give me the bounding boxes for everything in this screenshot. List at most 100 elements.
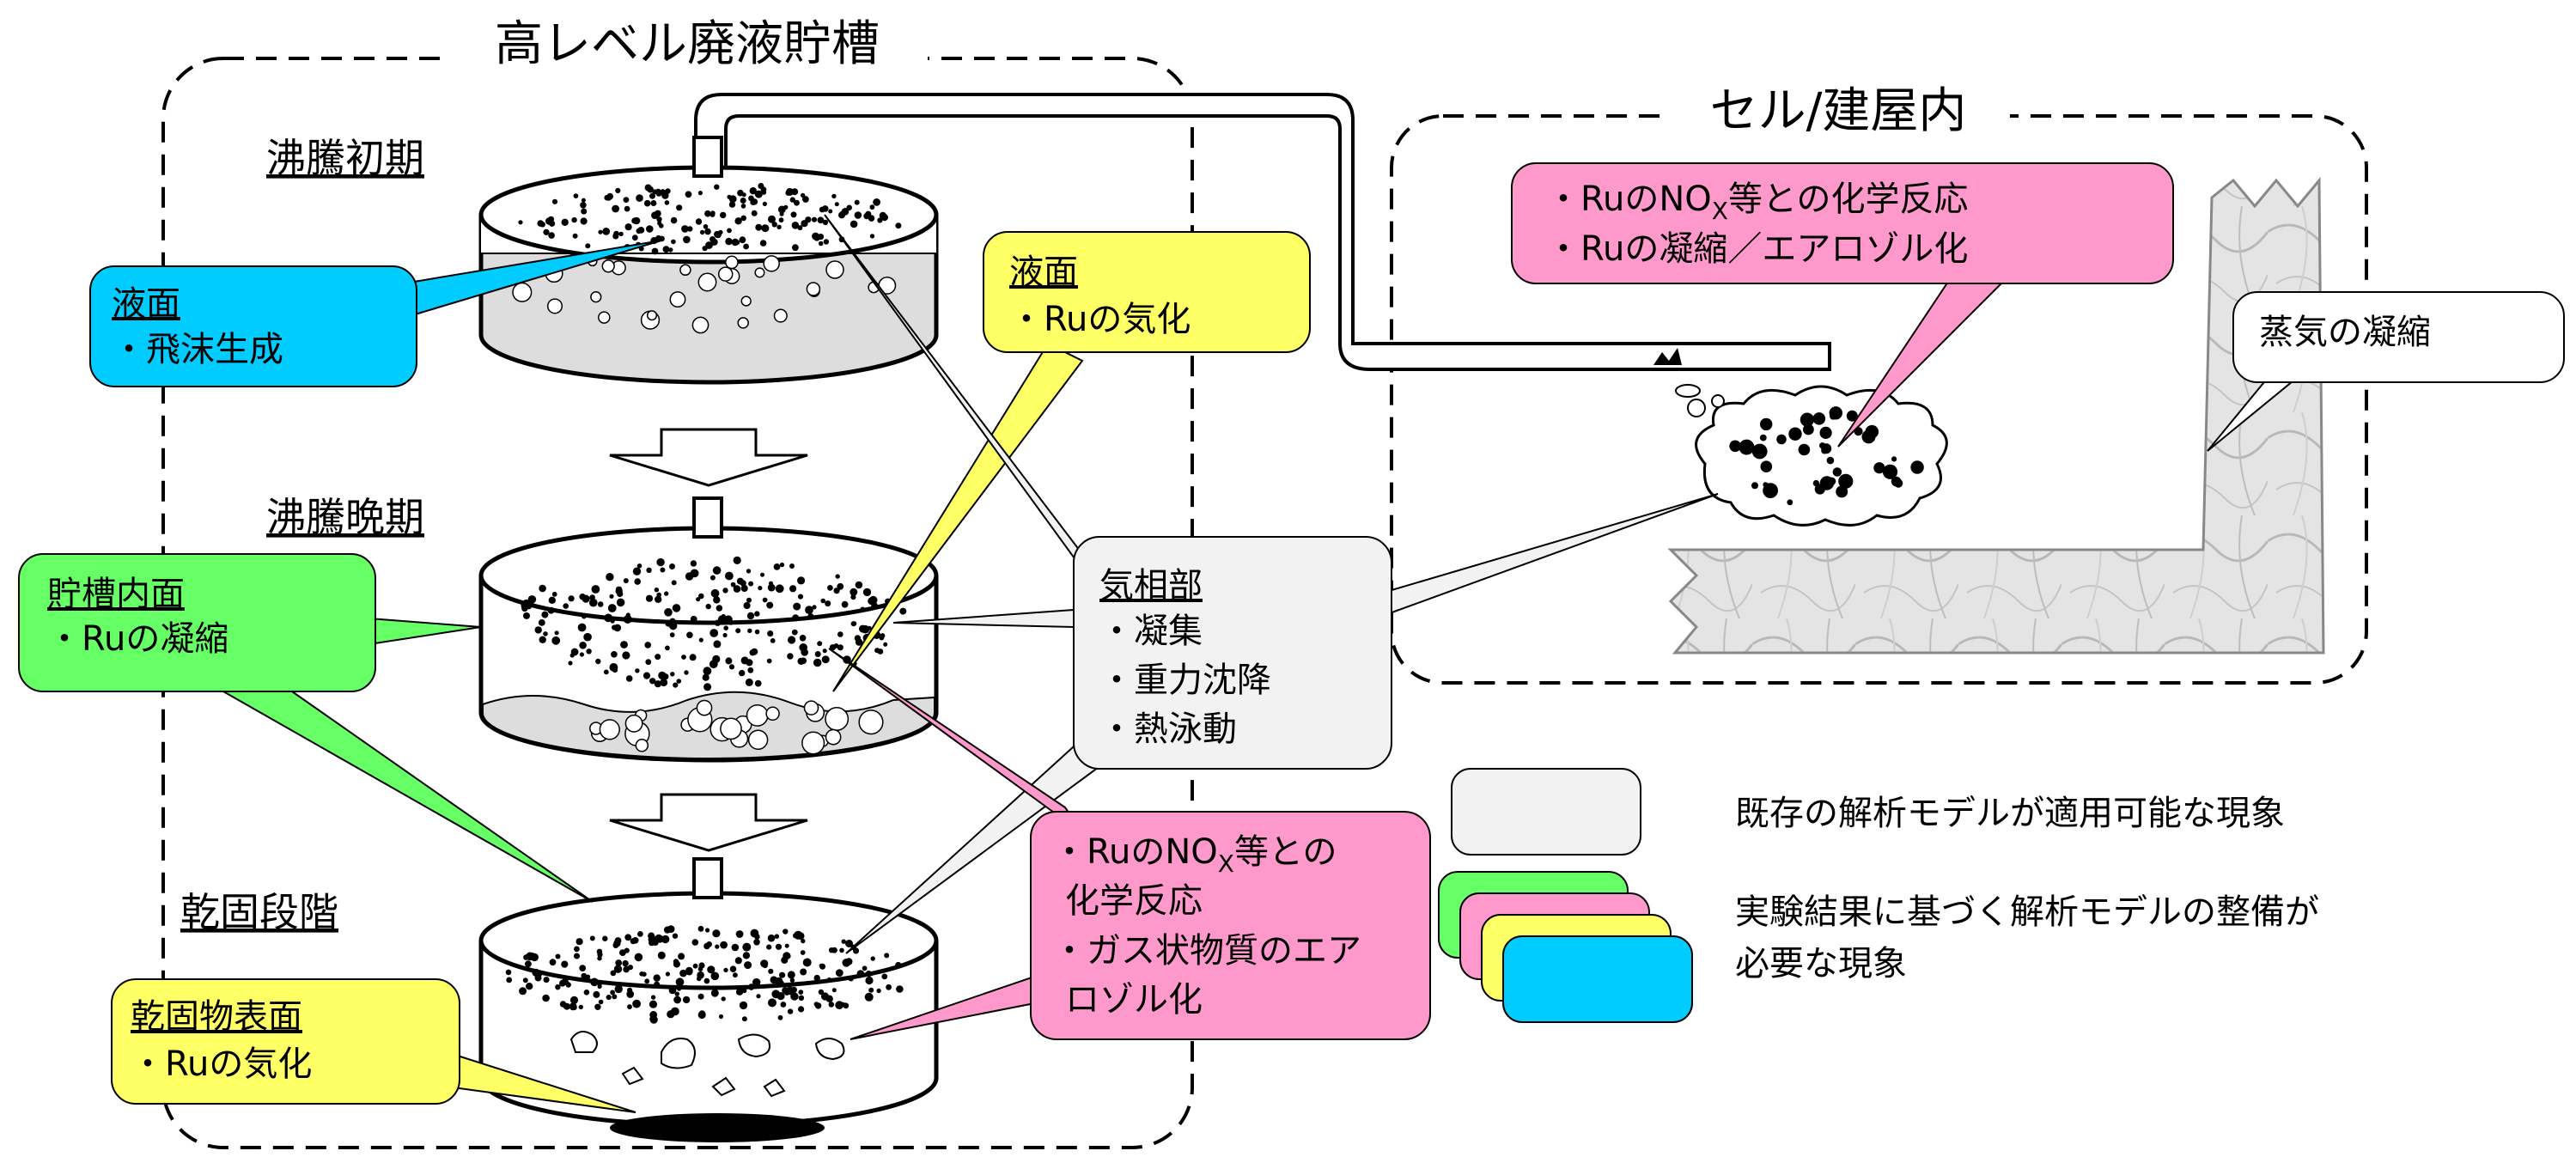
bubble	[546, 298, 563, 314]
particle	[672, 933, 679, 939]
particle	[692, 963, 698, 969]
particle	[710, 971, 720, 981]
particle	[777, 980, 784, 987]
particle	[720, 211, 727, 219]
particle	[572, 233, 578, 239]
particle	[523, 612, 530, 619]
particle	[530, 953, 535, 958]
bubbles-early	[512, 255, 897, 334]
particle	[655, 595, 662, 603]
particle	[589, 935, 595, 941]
particle	[850, 621, 856, 627]
particle	[585, 974, 591, 980]
particle	[762, 597, 768, 603]
particle	[656, 557, 665, 567]
particle	[580, 217, 588, 225]
particle	[773, 563, 781, 570]
particle	[837, 644, 843, 651]
particle	[543, 228, 550, 235]
particle	[828, 209, 833, 214]
particle	[563, 603, 569, 609]
particle	[704, 210, 711, 217]
particle	[828, 1002, 835, 1008]
particle	[655, 188, 661, 194]
particle	[740, 198, 746, 204]
particle	[782, 987, 789, 995]
particle	[768, 215, 776, 223]
particle	[784, 943, 789, 948]
particle	[696, 597, 701, 602]
particle	[1819, 426, 1832, 439]
callout-line: ・RuのNOX等との化学反応	[1546, 180, 1969, 225]
particle	[670, 672, 675, 677]
particle	[741, 988, 747, 994]
particle	[775, 584, 784, 594]
particle	[798, 1006, 805, 1013]
particle	[664, 591, 669, 596]
particle	[589, 598, 598, 607]
particle	[685, 968, 693, 976]
particle	[598, 229, 603, 234]
particle	[654, 588, 660, 593]
callout-line: ・飛沫生成	[112, 330, 283, 369]
particle	[579, 642, 587, 649]
particle	[643, 199, 651, 207]
callout-line: 化学反応	[1065, 881, 1203, 921]
particle	[594, 1003, 601, 1011]
particle	[526, 983, 533, 990]
particle	[685, 572, 694, 581]
legend-needed-swatch-4	[1502, 935, 1693, 1023]
particle	[548, 596, 556, 604]
particle	[787, 653, 794, 660]
particle	[1865, 424, 1879, 439]
callout-line: ・Ruの凝縮／エアロゾル化	[1546, 229, 1968, 269]
particle	[786, 187, 794, 196]
particle	[609, 594, 614, 599]
particle	[864, 992, 874, 1002]
bubble	[725, 255, 739, 270]
transition-arrow-2	[609, 793, 808, 852]
particle	[729, 965, 737, 972]
callout-line: ・Ruの気化	[131, 1044, 312, 1084]
particle	[760, 572, 764, 577]
legend-existing-swatch	[1451, 768, 1641, 856]
particle	[720, 941, 728, 949]
bubble	[717, 266, 734, 282]
particle	[817, 216, 825, 224]
particle	[739, 236, 746, 244]
particle	[740, 584, 748, 593]
particle	[656, 592, 661, 598]
particle	[1763, 482, 1769, 488]
particle	[555, 984, 561, 990]
particle	[754, 629, 760, 635]
particle	[595, 658, 601, 665]
particle	[752, 977, 761, 987]
particle	[813, 234, 820, 241]
particle	[789, 197, 795, 203]
particle	[596, 948, 603, 955]
particle	[869, 234, 875, 239]
particle	[805, 606, 813, 614]
particle	[783, 953, 789, 960]
particle	[709, 629, 719, 637]
particle	[624, 934, 632, 941]
particle	[733, 972, 738, 978]
particle	[709, 236, 716, 242]
particle	[741, 1016, 747, 1022]
bubble	[669, 291, 686, 308]
bubble	[635, 739, 649, 752]
particle	[698, 593, 704, 600]
bubble	[696, 699, 713, 716]
particle	[606, 573, 614, 582]
particle	[620, 641, 628, 649]
bubble	[624, 714, 643, 733]
particle	[686, 631, 693, 639]
particle	[702, 246, 708, 252]
particle	[743, 243, 749, 250]
particle	[705, 603, 711, 610]
particle	[658, 671, 667, 680]
particle	[571, 216, 577, 223]
particle	[649, 1000, 658, 1008]
particle	[798, 990, 804, 995]
stage-late-label: 沸騰晩期	[266, 494, 424, 540]
